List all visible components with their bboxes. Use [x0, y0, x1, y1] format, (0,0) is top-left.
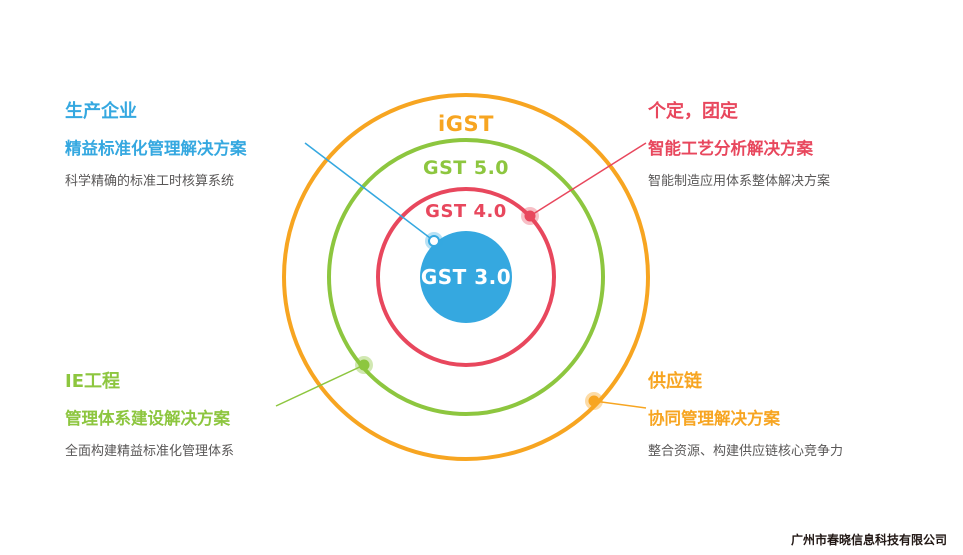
connector-dot-red-icon: [521, 207, 539, 225]
gst5-ring: [327, 138, 605, 416]
callout-subtitle: 管理体系建设解决方案: [65, 409, 230, 428]
company-name: 广州市春晓信息科技有限公司: [790, 533, 947, 547]
callout-description: 科学精确的标准工时核算系统: [65, 174, 235, 189]
connector-line-bottom-left: [275, 364, 365, 407]
callout-title: 生产企业: [65, 101, 137, 122]
gst3-core-circle: [420, 231, 512, 323]
ring-label-gst4: GST 4.0: [425, 201, 507, 222]
connector-line-top-right: [529, 142, 647, 217]
ring-label-gst5: GST 5.0: [422, 157, 510, 179]
callout-description: 全面构建精益标准化管理体系: [65, 444, 235, 459]
callout-title: IE工程: [65, 371, 120, 392]
ring-label-igst: iGST: [438, 112, 494, 136]
connector-dot-blue-icon: [425, 232, 443, 250]
callout-production-enterprise: 生产企业 精益标准化管理解决方案 科学精确的标准工时核算系统: [65, 97, 375, 189]
callout-title: 供应链: [648, 371, 702, 392]
connector-line-top-left: [304, 142, 435, 242]
callout-description: 智能制造应用体系整体解决方案: [648, 174, 831, 189]
igst-ring: [282, 93, 650, 461]
connector-dot-green-icon: [355, 356, 373, 374]
ring-label-gst3: GST 3.0: [420, 265, 512, 289]
connector-dot-orange-icon: [585, 392, 603, 410]
callout-subtitle: 智能工艺分析解决方案: [648, 139, 813, 158]
callout-title: 个定，团定: [648, 101, 738, 122]
callout-custom-order: 个定，团定 智能工艺分析解决方案 智能制造应用体系整体解决方案: [648, 97, 958, 189]
callout-supply-chain: 供应链 协同管理解决方案 整合资源、构建供应链核心竞争力: [648, 367, 958, 459]
callout-ie-engineering: IE工程 管理体系建设解决方案 全面构建精益标准化管理体系: [65, 367, 375, 459]
callout-subtitle: 精益标准化管理解决方案: [65, 139, 247, 158]
gst4-ring: [376, 187, 556, 367]
callout-description: 整合资源、构建供应链核心竞争力: [648, 444, 844, 459]
connector-line-bottom-right: [593, 400, 647, 409]
callout-subtitle: 协同管理解决方案: [648, 409, 780, 428]
